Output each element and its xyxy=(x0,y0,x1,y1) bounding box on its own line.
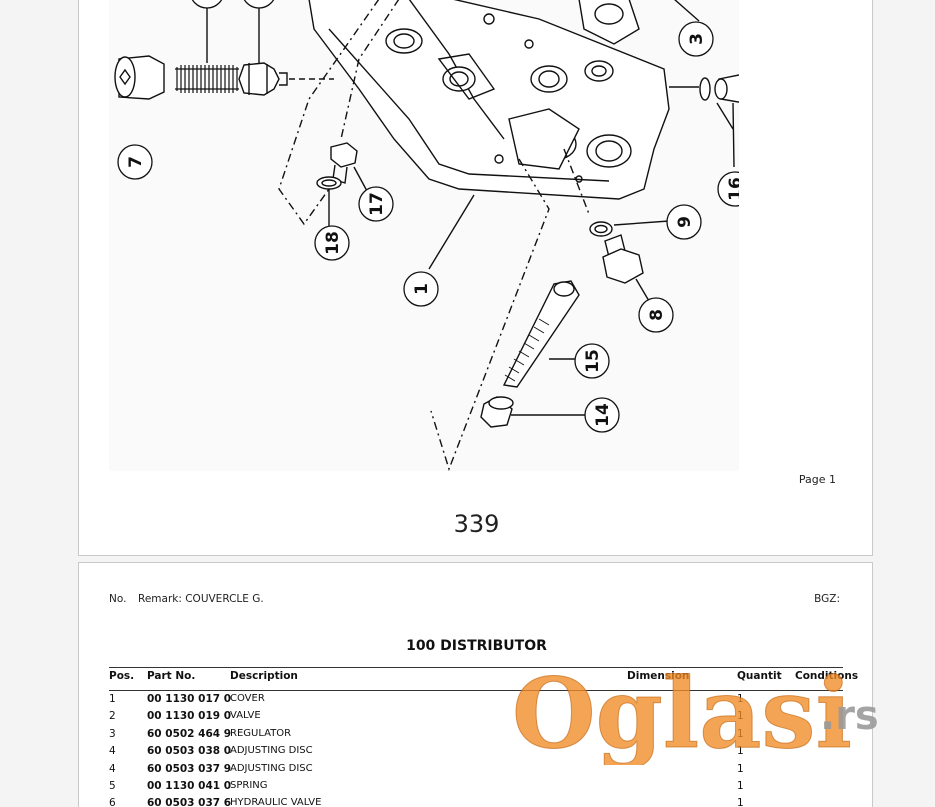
row-pos: 2 xyxy=(109,710,116,723)
row-description: ADJUSTING DISC xyxy=(230,745,313,757)
row-part-no: 60 0502 464 9 xyxy=(147,727,232,740)
row-description: SPRING xyxy=(230,779,268,791)
table-row: 5 00 1130 041 0 SPRING 1 xyxy=(109,778,843,795)
row-part-no: 00 1130 019 0 xyxy=(147,710,232,723)
row-part-no: 00 1130 041 0 xyxy=(147,779,232,792)
row-pos: 1 xyxy=(109,693,116,705)
callout-18: 15 xyxy=(574,343,610,379)
row-part-no: 00 1130 017 0 xyxy=(147,693,232,705)
callout-1: 1 xyxy=(403,271,439,307)
section-title: 100 DISTRIBUTOR xyxy=(406,638,547,654)
row-pos: 4 xyxy=(109,745,116,758)
col-conditions: Conditions xyxy=(795,670,859,682)
svg-text:7: 7 xyxy=(126,156,146,168)
col-pos: Pos. xyxy=(109,670,135,682)
table-row: 6 60 0503 037 6 HYDRAULIC VALVE 1 xyxy=(109,795,843,807)
callout-14: 16 xyxy=(717,171,739,207)
table-row: 4 60 0503 037 9 ADJUSTING DISC 1 xyxy=(109,761,843,778)
page-number: 339 xyxy=(453,510,500,538)
table-row: 1 00 1130 017 0 COVER 1 xyxy=(109,691,843,708)
row-pos: 6 xyxy=(109,797,116,807)
row-quantity: 1 xyxy=(737,745,744,758)
row-description: HYDRAULIC VALVE xyxy=(230,797,322,807)
table-row: 3 60 0502 464 9 REGULATOR 1 xyxy=(109,726,843,743)
callout-15: 17 xyxy=(358,186,394,222)
col-part-no: Part No. xyxy=(147,670,196,682)
callout-16: 18 xyxy=(314,225,350,261)
svg-text:18: 18 xyxy=(323,231,343,255)
callout-7: 7 xyxy=(117,144,153,180)
callout-17: 14 xyxy=(584,397,620,433)
row-pos: 5 xyxy=(109,779,116,792)
drawing-page: 3 7 16 17 18 xyxy=(78,0,873,556)
row-description: REGULATOR xyxy=(230,727,292,739)
row-description: VALVE xyxy=(230,710,261,722)
row-pos: 3 xyxy=(109,727,116,740)
svg-text:8: 8 xyxy=(647,309,667,321)
callout-partial-a xyxy=(191,0,223,9)
parts-table: Pos. Part No. Description Dimension Quan… xyxy=(109,667,858,807)
callout-3: 3 xyxy=(678,21,714,57)
svg-text:1: 1 xyxy=(412,283,432,295)
row-quantity: 1 xyxy=(737,797,744,807)
callout-8: 8 xyxy=(638,297,674,333)
table-header: Pos. Part No. Description Dimension Quan… xyxy=(109,667,858,691)
col-dimension: Dimension xyxy=(627,670,690,682)
row-quantity: 1 xyxy=(737,762,744,775)
col-description: Description xyxy=(230,670,298,682)
parts-list-page: No. Remark: COUVERCLE G. BGZ: 100 DISTRI… xyxy=(78,562,873,807)
row-quantity: 1 xyxy=(737,710,744,723)
svg-text:15: 15 xyxy=(583,349,603,373)
callout-9: 9 xyxy=(666,204,702,240)
row-quantity: 1 xyxy=(737,727,744,740)
exploded-view-svg: 3 7 16 17 18 xyxy=(114,0,739,471)
table-row: 4 60 0503 038 0 ADJUSTING DISC 1 xyxy=(109,743,843,760)
row-part-no: 60 0503 037 9 xyxy=(147,762,232,775)
page-label: Page 1 xyxy=(798,473,836,486)
parts-drawing: 3 7 16 17 18 xyxy=(109,0,739,471)
row-part-no: 60 0503 038 0 xyxy=(147,745,232,758)
header-bgz: BGZ: xyxy=(814,593,840,605)
svg-text:9: 9 xyxy=(675,216,695,228)
header-remark: Remark: COUVERCLE G. xyxy=(138,593,264,605)
header-no: No. xyxy=(109,593,127,605)
row-description: COVER xyxy=(230,693,265,704)
row-quantity: 1 xyxy=(737,779,744,792)
table-row: 2 00 1130 019 0 VALVE 1 xyxy=(109,708,843,725)
row-part-no: 60 0503 037 6 xyxy=(147,797,232,807)
row-pos: 4 xyxy=(109,762,116,775)
svg-text:14: 14 xyxy=(593,403,613,427)
row-description: ADJUSTING DISC xyxy=(230,762,313,774)
svg-text:17: 17 xyxy=(367,192,387,216)
row-quantity: 1 xyxy=(737,693,744,705)
svg-text:16: 16 xyxy=(726,177,739,201)
callout-partial-b xyxy=(243,0,275,9)
svg-text:3: 3 xyxy=(687,33,707,45)
col-quantity: Quantit xyxy=(737,670,782,682)
